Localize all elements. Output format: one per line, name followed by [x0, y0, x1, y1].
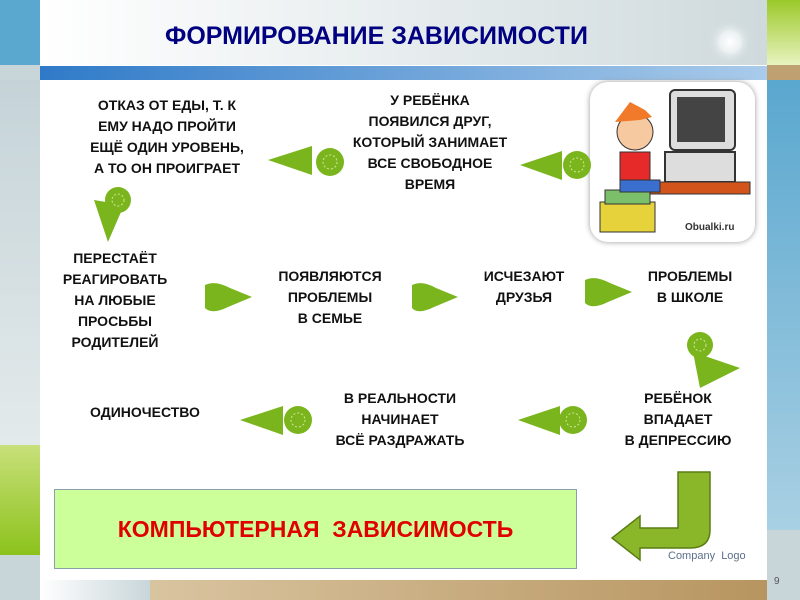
conclusion-box: КОМПЬЮТЕРНАЯ ЗАВИСИМОСТЬ [54, 489, 577, 569]
arrow-down-icon [94, 187, 131, 242]
company-logo: Company Logo [668, 550, 746, 562]
image-watermark: Obualki.ru [685, 222, 735, 233]
arrow-left-icon [518, 406, 587, 435]
step-irritation: В РЕАЛЬНОСТИ НАЧИНАЕТ ВСЁ РАЗДРАЖАТЬ [335, 390, 465, 448]
left-band-mid [0, 80, 40, 445]
arrow-right-icon [205, 283, 252, 312]
step-depression: РЕБЁНОК ВПАДАЕТ В ДЕПРЕССИЮ [624, 390, 732, 448]
left-band-green [0, 445, 40, 555]
boy-at-computer-image: Obualki.ru [590, 82, 755, 242]
footer-bar [150, 580, 767, 600]
page-number: 9 [774, 576, 780, 587]
right-band-top [767, 0, 800, 65]
footer-bar-left [40, 580, 150, 600]
slide-title: ФОРМИРОВАНИЕ ЗАВИСИМОСТИ [165, 22, 588, 50]
arrow-left-icon [268, 146, 344, 176]
left-band-top [0, 0, 40, 65]
step-family-problems: ПОЯВЛЯЮТСЯ ПРОБЛЕМЫ В СЕМЬЕ [278, 268, 382, 326]
right-band-tan [767, 65, 800, 80]
stripe-grey [0, 65, 40, 80]
title-bar [40, 0, 767, 65]
arrow-right-icon [585, 278, 632, 307]
blue-rule [40, 66, 767, 80]
left-band-bottom [0, 555, 40, 600]
step-loneliness: ОДИНОЧЕСТВО [90, 404, 200, 420]
arrow-down-icon [687, 332, 740, 388]
big-return-arrow-icon [610, 471, 711, 562]
step-new-friend: У РЕБЁНКА ПОЯВИЛСЯ ДРУГ, КОТОРЫЙ ЗАНИМАЕ… [352, 92, 508, 192]
step-refuse-food: ОТКАЗ ОТ ЕДЫ, Т. К ЕМУ НАДО ПРОЙТИ ЕЩЁ О… [90, 97, 244, 176]
step-school-problems: ПРОБЛЕМЫ В ШКОЛЕ [647, 268, 733, 305]
step-friends-vanish: ИСЧЕЗАЮТ ДРУЗЬЯ [483, 268, 565, 305]
right-band-blue [767, 80, 800, 530]
right-band-bottom [767, 530, 800, 600]
arrow-left-icon [520, 151, 591, 180]
arrow-left-icon [240, 406, 312, 435]
arrow-right-icon [412, 283, 458, 312]
sun-decoration [718, 30, 742, 54]
conclusion-text: КОМПЬЮТЕРНАЯ ЗАВИСИМОСТЬ [117, 515, 514, 542]
step-ignores-parents: ПЕРЕСТАЁТ РЕАГИРОВАТЬ НА ЛЮБЫЕ ПРОСЬБЫ Р… [62, 250, 168, 350]
